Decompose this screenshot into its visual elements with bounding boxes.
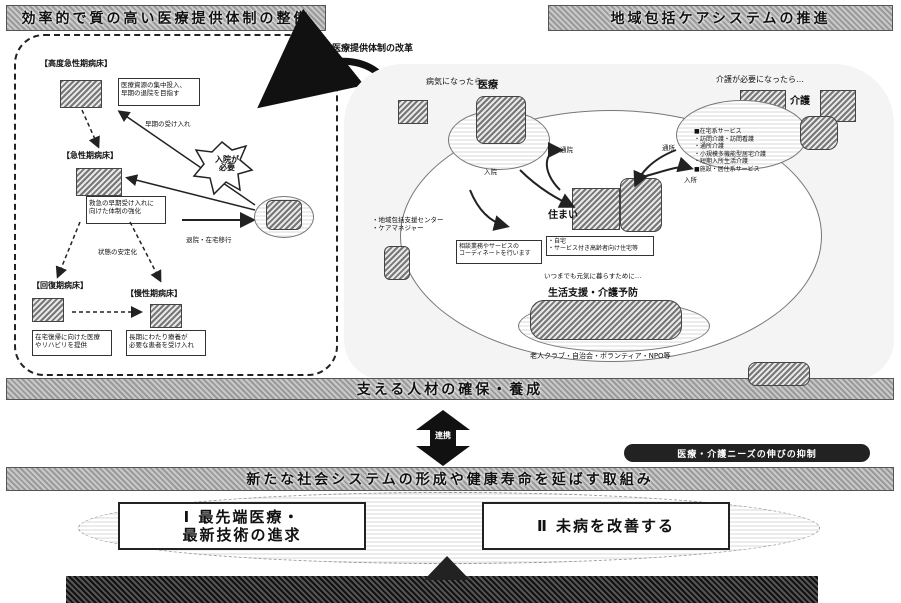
clubs-label: 老人クラブ・自治会・ボランティア・NPO等 [530,352,671,360]
chronic-label: 【慢性期病床】 [126,289,182,298]
linkage-label: 連携 [435,431,451,440]
care-oval [676,100,808,170]
doctors-icon [476,96,526,144]
admit-label: 入院 [484,168,497,176]
care-label: 介護 [790,96,810,107]
wheelchair-icon [800,116,838,150]
arrow-patient-to-advanced [117,110,256,206]
support-banner: 支える人材の確保・養成 [6,378,894,400]
hospital-recovery-icon [32,298,64,322]
reform-label: 医療提供体制の改革 [332,44,414,54]
advanced-acute-note: 医療資源の集中投入、 早期の退院を目指す [118,78,200,106]
recovery-label: 【回復期病床】 [32,281,88,290]
life-support-label: 生活支援・介護予防 [548,288,638,299]
goal-2-box: Ⅱ 未病を改善する [482,502,730,550]
community-center-label: ・地域包括支援センター ・ケアマネジャー [372,216,444,232]
goal-1-box: Ⅰ 最先端医療・ 最新技術の進求 [118,502,366,550]
acute-label: 【急性期病床】 [62,151,118,160]
up-arrow-icon [424,556,470,580]
people-row-icon [748,362,810,386]
bottom-dark-bar [66,576,818,603]
bottom-banner: 新たな社会システムの形成や健康寿命を延ばす取組み [6,467,894,491]
service-list: ■在宅系サービス ・訪問介護・訪問看護 ・通所介護 ・小規模多機能型居宅介護 ・… [694,128,767,173]
flow-discharge: 退院・在宅移行 [186,236,232,244]
chronic-note: 長期にわたり療養が 必要な患者を受け入れ [126,330,206,356]
enter-label: 入所 [684,176,697,184]
forever-label: いつまでも元気に暮らすために… [544,272,642,280]
care-manager-icon [384,246,410,280]
recovery-note: 在宅復帰に向けた医療 やリハビリを提供 [32,330,112,356]
sick-label: 病気になったら… [426,77,490,86]
care-home-icon [820,90,856,122]
arrow-patient-to-acute [125,174,256,211]
consult-note: 相談業務やサービスの コーディネートを行います [456,240,542,264]
hospital-acute-icon [76,168,122,196]
community-people-icon [530,300,682,340]
home-items-box: ・自宅 ・サービス付き高齢者向け住宅等 [546,236,654,256]
need-admission-star [192,140,254,196]
visit-label: 通院 [560,146,573,154]
medical-label: 医療 [478,80,498,91]
advanced-acute-label: 【高度急性期病床】 [40,59,112,68]
patient-doctor-icon [266,200,302,230]
flow-stabilize: 状態の安定化 [98,248,137,256]
arrow-acute-to-recovery [55,221,81,279]
need-admission-text: 入院が 必要 [215,155,239,172]
arrow-acute-to-chronic [129,221,162,283]
suppress-pill: 医療・介護ニーズの伸びの抑制 [624,444,870,462]
hospital-advanced-icon [60,80,102,108]
acute-note: 救急の早期受け入れに 向けた体制の強化 [86,196,166,224]
linkage-arrow [416,410,470,466]
house-icon [572,188,620,230]
flow-early-admit: 早期の受け入れ [145,120,191,128]
medical-system-region [14,34,338,376]
top-right-banner: 地域包括ケアシステムの推進 [548,5,893,31]
hospital-chronic-icon [150,304,182,328]
clinic-icon [398,100,428,124]
residence-label: 住まい [548,210,578,221]
commute-label: 通所 [662,144,675,152]
care-needed-label: 介護が必要になったら… [716,75,804,84]
